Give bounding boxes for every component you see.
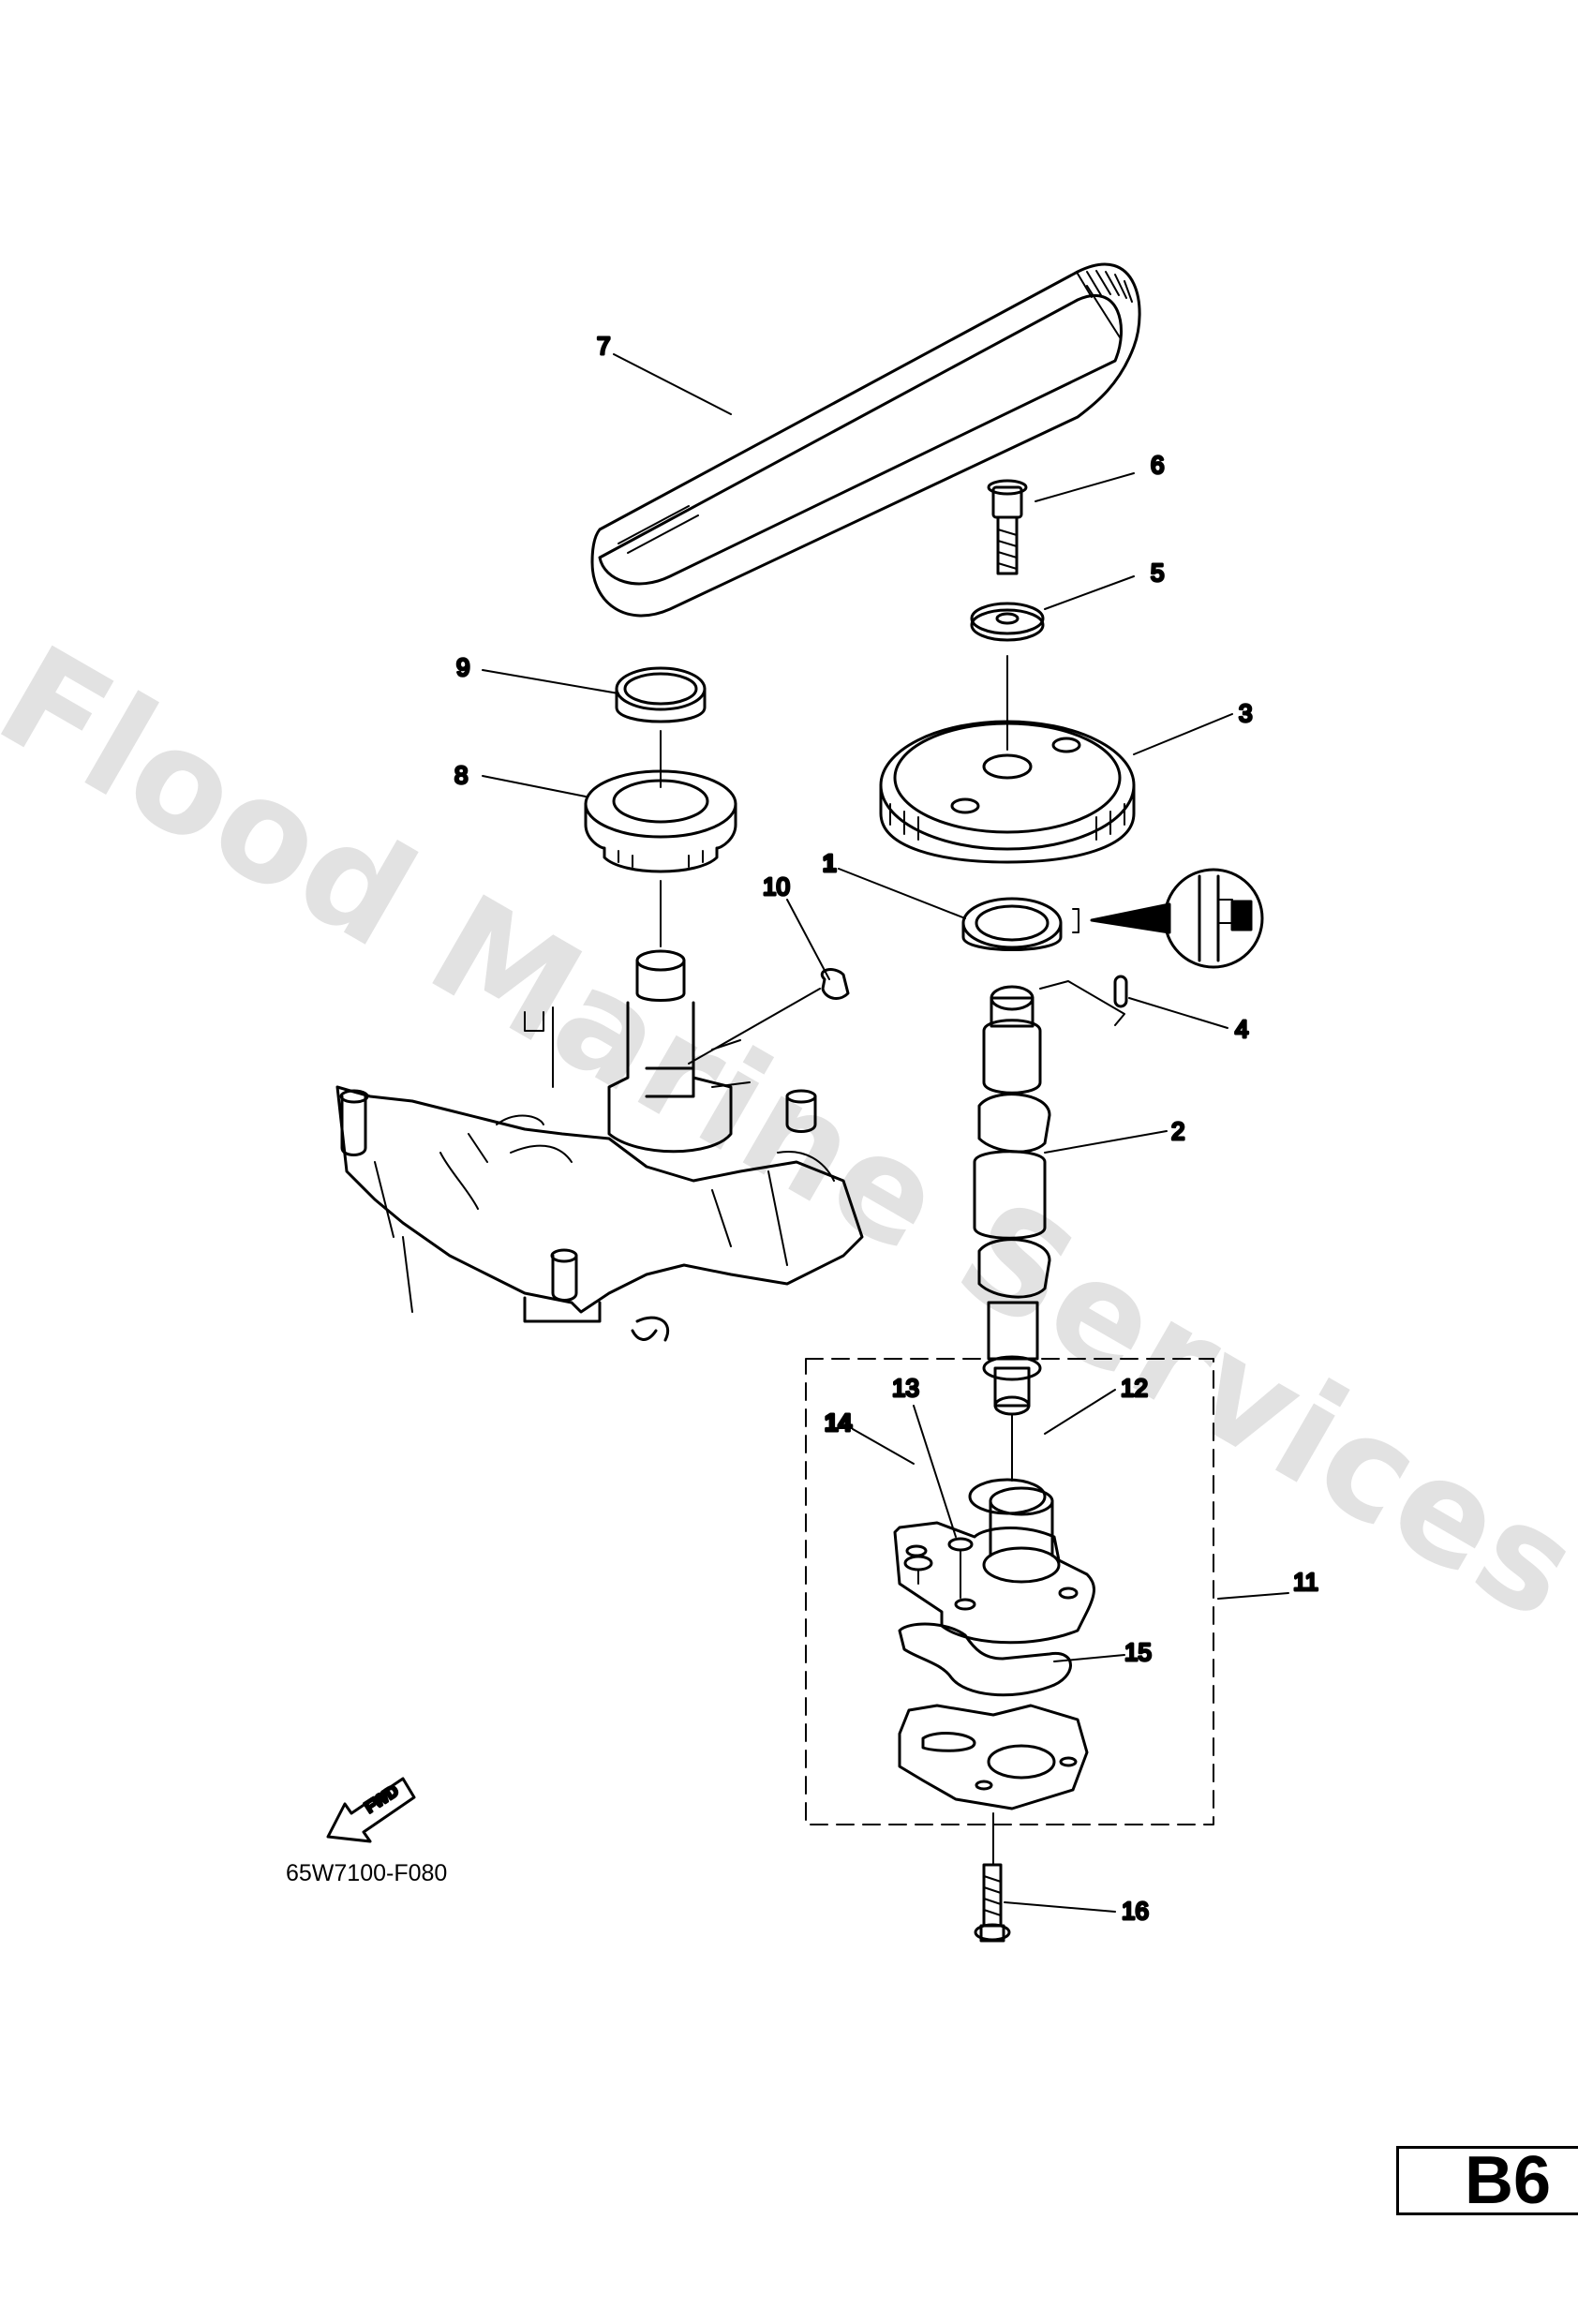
callout-16: 16 [1122, 1897, 1149, 1925]
callout-11: 11 [1293, 1568, 1318, 1596]
leader-lines [482, 353, 1289, 1913]
crankcase-and-crankshaft [335, 949, 864, 1342]
callout-1: 1 [823, 849, 836, 877]
o-ring-large[interactable] [968, 1478, 1047, 1515]
gasket[interactable] [898, 1622, 1072, 1697]
thrust-ring[interactable] [615, 666, 707, 723]
callout-13: 13 [892, 1374, 919, 1402]
cam-pulley[interactable] [879, 720, 1136, 864]
camshaft[interactable] [973, 985, 1051, 1416]
callout-12: 12 [1121, 1374, 1148, 1402]
callout-9: 9 [456, 653, 469, 681]
washer[interactable] [970, 602, 1045, 642]
callout-4: 4 [1235, 1015, 1248, 1043]
woodruff-key[interactable] [821, 968, 850, 1000]
o-ring-small-14[interactable] [903, 1555, 933, 1572]
drive-pulley[interactable] [584, 769, 737, 873]
callout-6: 6 [1151, 451, 1164, 479]
page-badge: B6 [1396, 2146, 1578, 2215]
oil-seal-detail [1163, 868, 1264, 969]
callout-7: 7 [597, 332, 610, 360]
dowel-pin[interactable] [1113, 975, 1128, 1008]
oil-pump-assembly-box [805, 1358, 1214, 1825]
bolt-top[interactable] [987, 479, 1028, 575]
pump-cover-plate[interactable] [898, 1704, 1089, 1810]
callout-14: 14 [825, 1408, 852, 1437]
fwd-arrow [326, 1777, 416, 1843]
callout-2: 2 [1171, 1117, 1184, 1145]
callout-5: 5 [1151, 559, 1164, 587]
callout-15: 15 [1124, 1638, 1152, 1666]
oil-pump-body[interactable] [893, 1486, 1095, 1645]
part-code: 65W7100-F080 [286, 1860, 448, 1886]
timing-belt[interactable] [590, 262, 1141, 618]
oil-seal[interactable] [961, 897, 1063, 951]
callouts: 1 2 3 4 5 6 7 8 9 10 11 12 13 14 15 16 [454, 331, 1320, 1927]
callout-10: 10 [763, 872, 790, 901]
o-ring-small-13[interactable] [947, 1537, 974, 1552]
callout-3: 3 [1239, 699, 1252, 727]
callout-8: 8 [454, 761, 468, 789]
bolt-bottom[interactable] [974, 1863, 1011, 1943]
